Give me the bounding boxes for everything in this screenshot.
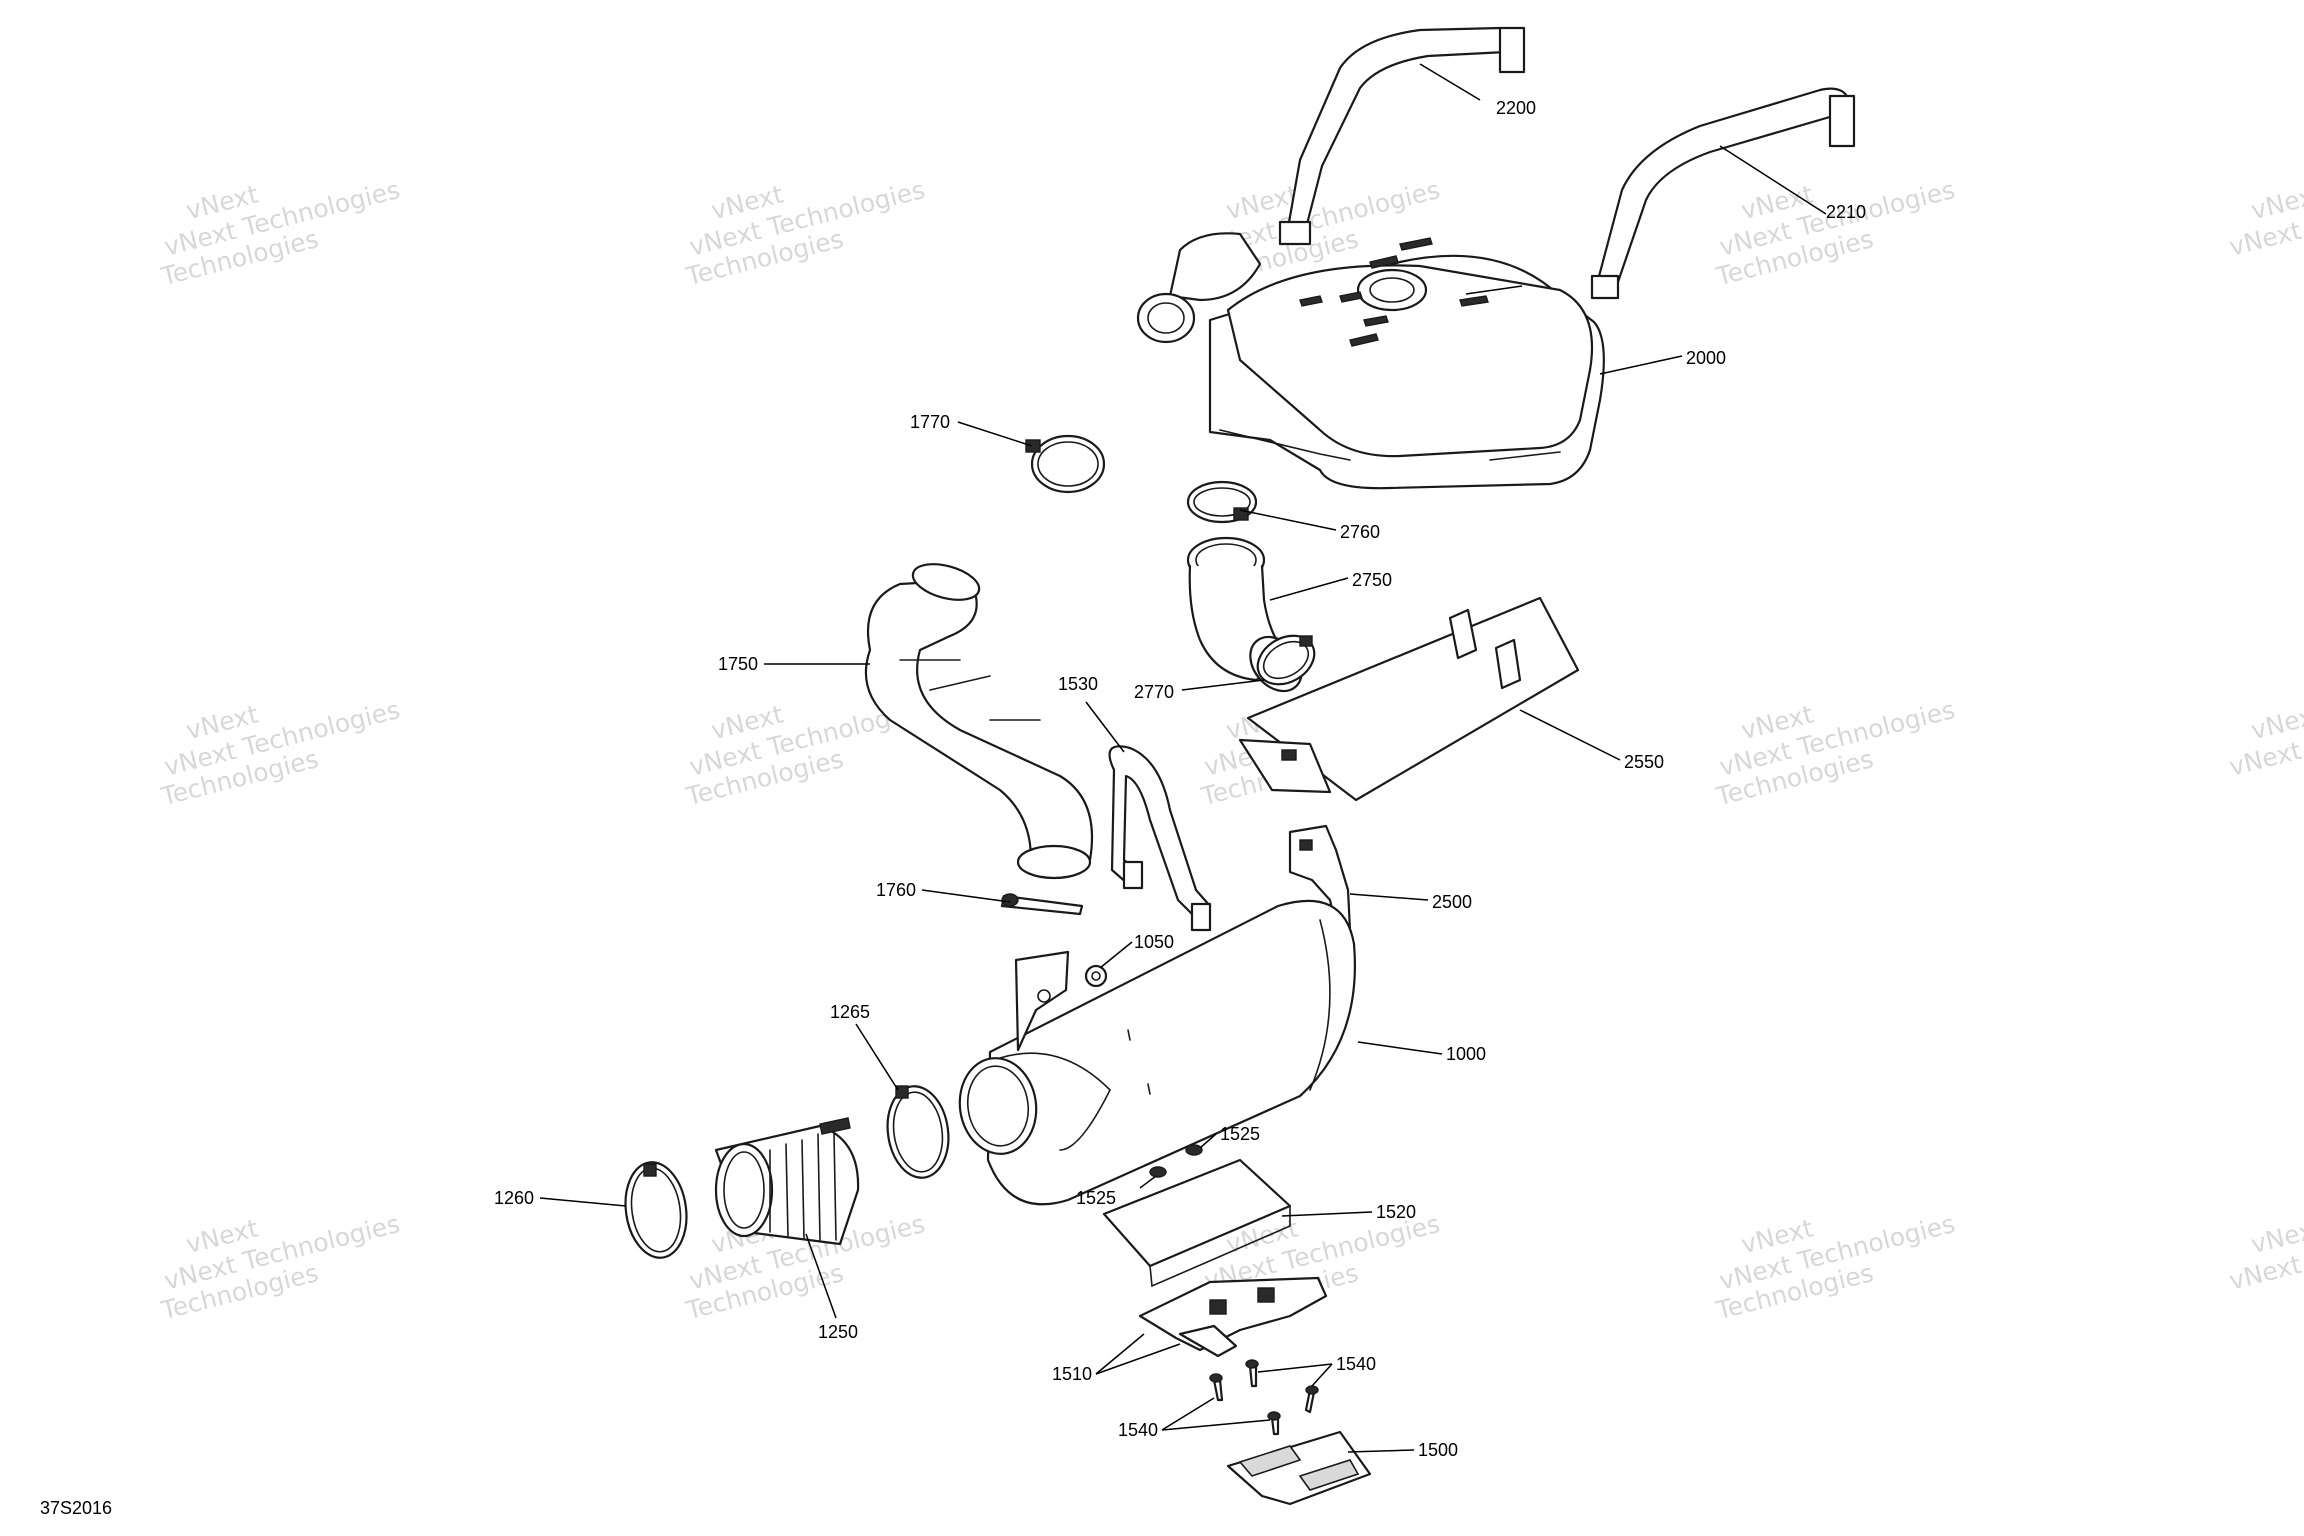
callout-1525-upper: 1525	[1220, 1124, 1260, 1144]
part-1265-clamp[interactable]	[882, 1082, 954, 1181]
callout-1770: 1770	[910, 412, 950, 432]
watermark: vNext vNext Technologies	[2226, 695, 2304, 782]
part-2210-strap[interactable]	[1590, 87, 1856, 300]
part-1540-screw[interactable]	[1245, 1359, 1259, 1388]
watermark: vNext vNext Technologies Technologies	[157, 175, 402, 291]
callout-1530: 1530	[1058, 674, 1098, 694]
callout-1050: 1050	[1134, 932, 1174, 952]
part-2200-strap[interactable]	[1278, 26, 1526, 246]
callout-2760: 2760	[1340, 522, 1380, 542]
part-2760-clamp[interactable]	[1186, 480, 1258, 524]
callout-1250: 1250	[818, 1322, 858, 1342]
part-1530-strap[interactable]	[1108, 745, 1212, 932]
watermark: vNext vNext Technologies Technologies	[1712, 695, 1957, 811]
watermark: vNext vNext Technologies Technologies	[157, 1209, 402, 1325]
leader-lines	[539, 63, 1827, 1453]
callout-1760: 1760	[876, 880, 916, 900]
callout-1500: 1500	[1418, 1440, 1458, 1460]
part-1540-screw[interactable]	[1267, 1411, 1281, 1436]
callout-labels: 2200 2210 2000 1770 2760 2750 1750 2770 …	[494, 98, 1866, 1460]
part-1510-bracket[interactable]	[1138, 1276, 1328, 1358]
watermark: vNext vNext Technologies Technologies	[157, 695, 402, 811]
callout-2210: 2210	[1826, 202, 1866, 222]
callout-2770: 2770	[1134, 682, 1174, 702]
callout-2550: 2550	[1624, 752, 1664, 772]
part-1750-hose[interactable]	[864, 558, 1094, 880]
part-1500-plate[interactable]	[1226, 1430, 1372, 1506]
callout-2200: 2200	[1496, 98, 1536, 118]
callout-1525-lower: 1525	[1076, 1188, 1116, 1208]
part-1540-screw[interactable]	[1304, 1385, 1319, 1414]
callout-1540-upper: 1540	[1336, 1354, 1376, 1374]
callout-1520: 1520	[1376, 1202, 1416, 1222]
callout-1750: 1750	[718, 654, 758, 674]
callout-1260: 1260	[494, 1188, 534, 1208]
part-2770-ring[interactable]	[1249, 626, 1323, 694]
callout-2750: 2750	[1352, 570, 1392, 590]
part-1260-clamp[interactable]	[620, 1158, 693, 1261]
part-1250-coupler[interactable]	[714, 1117, 860, 1246]
part-2550-heat-shield[interactable]	[1238, 596, 1580, 802]
watermark: vNext vNext Technologies Technologies	[1712, 1209, 1957, 1325]
figure-id: 37S2016	[40, 1498, 112, 1518]
callout-1540-lower: 1540	[1118, 1420, 1158, 1440]
part-1760-tie[interactable]	[1000, 893, 1084, 916]
part-1050-nut[interactable]	[1084, 964, 1108, 988]
watermark: vNext vNext Technologies	[2226, 1209, 2304, 1296]
part-2000-airbox[interactable]	[1136, 232, 1605, 490]
part-1525-fastener[interactable]	[1185, 1144, 1203, 1156]
watermark: vNext vNext Technologies Technologies	[682, 175, 927, 291]
callout-1510: 1510	[1052, 1364, 1092, 1384]
part-1000-muffler[interactable]	[954, 899, 1356, 1206]
watermark: vNext vNext Technologies	[2226, 175, 2304, 262]
callout-1000: 1000	[1446, 1044, 1486, 1064]
part-1525-fastener[interactable]	[1149, 1166, 1167, 1178]
callout-2500: 2500	[1432, 892, 1472, 912]
part-1540-screw[interactable]	[1209, 1373, 1224, 1402]
part-1770-clamp[interactable]	[1025, 434, 1106, 494]
callout-1265: 1265	[830, 1002, 870, 1022]
callout-2000: 2000	[1686, 348, 1726, 368]
